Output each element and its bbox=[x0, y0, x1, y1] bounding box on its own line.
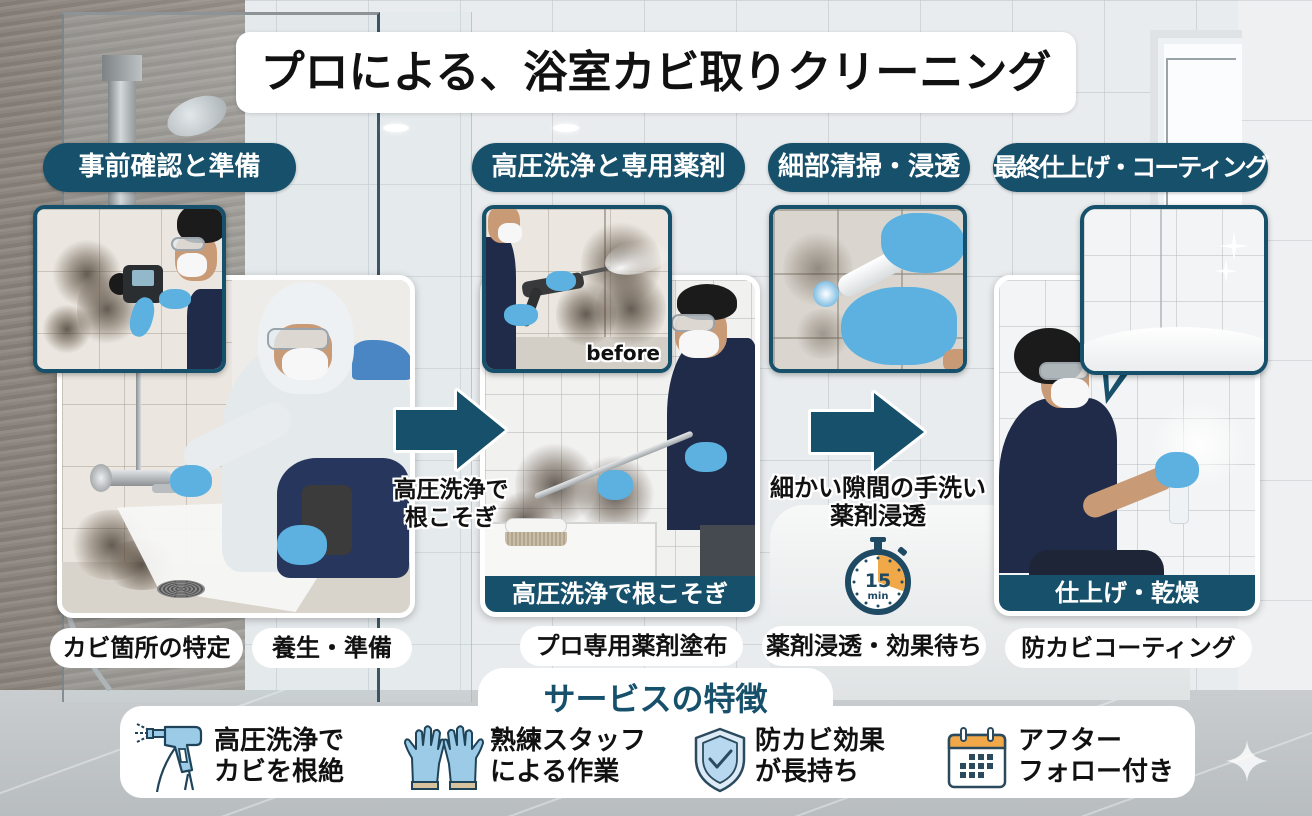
feature-2-line-2: による作業 bbox=[490, 757, 620, 787]
camera-screen bbox=[132, 270, 154, 286]
arrow-2-caption-line-2: 薬剤浸透 bbox=[830, 502, 926, 530]
arrow-1-caption-line-2: 根こそぎ bbox=[405, 505, 497, 531]
feature-1-text: 高圧洗浄で カビを根絶 bbox=[214, 726, 344, 788]
sparkle-icon bbox=[1219, 231, 1249, 261]
step-4-caption-bar: 仕上げ・乾燥 bbox=[999, 575, 1255, 611]
step-1-inset-photo bbox=[33, 205, 226, 373]
features-panel bbox=[120, 706, 1195, 798]
arrow-1-caption-line-1: 高圧洗浄で bbox=[393, 477, 509, 503]
worker-mask bbox=[679, 330, 719, 358]
blue-glove bbox=[277, 525, 327, 565]
arrow-2-caption-line-1: 細かい隙間の手洗い bbox=[770, 474, 986, 502]
blue-glove bbox=[546, 271, 576, 291]
shield-check-icon bbox=[694, 727, 746, 793]
arrow-right-icon bbox=[393, 388, 508, 472]
step-3-inset-photo bbox=[769, 205, 967, 373]
sparkle-watermark-icon bbox=[1226, 740, 1268, 782]
step-4-result-bubble bbox=[1080, 205, 1268, 375]
feature-3-line-2: が長持ち bbox=[755, 757, 860, 787]
blue-glove bbox=[597, 470, 633, 500]
step-1-label-curing-prep: 養生・準備 bbox=[252, 628, 412, 668]
faucet-knob bbox=[90, 464, 112, 492]
before-tag: before bbox=[586, 341, 660, 365]
step-2-heading: 高圧洗浄と専用薬剤 bbox=[472, 143, 745, 192]
ceiling-light bbox=[383, 124, 409, 132]
step-1-label-identify-mold: カビ箇所の特定 bbox=[50, 628, 243, 668]
floor-drain bbox=[157, 580, 205, 598]
worker-shirt bbox=[486, 237, 516, 369]
blue-glove bbox=[1155, 452, 1199, 488]
worker-mask bbox=[498, 223, 522, 243]
stopwatch-icon: 15 min bbox=[845, 537, 911, 615]
photo-scene-inspection bbox=[37, 209, 222, 369]
brush-bristles bbox=[505, 532, 567, 546]
worker-mask bbox=[177, 253, 207, 277]
feature-4-line-1: アフター bbox=[1018, 726, 1123, 756]
blue-glove bbox=[841, 287, 957, 365]
worker-shirt bbox=[187, 289, 222, 369]
worker-wrist bbox=[943, 349, 963, 369]
worker-mask bbox=[282, 348, 328, 380]
step-4-label-mold-coating: 防カビコーティング bbox=[1005, 628, 1252, 668]
arrow-2-caption: 細かい隙間の手洗い 薬剤浸透 bbox=[756, 474, 1000, 530]
feature-2-text: 熟練スタッフ による作業 bbox=[490, 726, 646, 788]
timer-value: 15 bbox=[865, 570, 891, 592]
worker-goggles bbox=[171, 237, 205, 251]
blue-glove bbox=[504, 304, 538, 326]
feature-3-line-1: 防カビ効果 bbox=[755, 726, 886, 756]
step-2-inset-photo: before bbox=[482, 205, 672, 373]
blue-glove bbox=[881, 213, 963, 273]
ceiling-light bbox=[553, 124, 579, 132]
feature-4-line-2: フォロー付き bbox=[1018, 757, 1175, 787]
arrow-right-icon bbox=[808, 390, 927, 474]
bathtub-edge bbox=[1084, 327, 1264, 371]
suit-shoulder-patch bbox=[352, 340, 410, 380]
step-2-label-pro-chemical: プロ専用薬剤塗布 bbox=[520, 626, 743, 666]
gloves-icon bbox=[404, 725, 484, 790]
calendar-icon bbox=[947, 727, 1007, 789]
worker-shirt bbox=[999, 398, 1117, 573]
features-title: サービスの特徴 bbox=[543, 680, 768, 718]
worker-goggles bbox=[267, 328, 329, 350]
timer-unit: min bbox=[868, 591, 889, 602]
brush-head bbox=[813, 281, 839, 307]
page-title: プロによる、浴室カビ取りクリーニング bbox=[260, 47, 1052, 98]
step-3-heading: 細部清掃・浸透 bbox=[768, 143, 970, 192]
step-3-label-soak-wait: 薬剤浸透・効果待ち bbox=[762, 626, 986, 666]
photo-scene-pressure-wash: before bbox=[486, 209, 668, 369]
feature-3-text: 防カビ効果 が長持ち bbox=[755, 726, 885, 788]
shower-hose-pipe bbox=[136, 280, 141, 470]
step-2-caption-bar: 高圧洗浄で根こそぎ bbox=[485, 576, 755, 612]
pressure-washer-icon bbox=[135, 723, 203, 793]
feature-4-text: アフター フォロー付き bbox=[1018, 726, 1174, 788]
wall-corner bbox=[1160, 209, 1162, 349]
faucet-bar bbox=[92, 470, 172, 486]
worker-mask bbox=[1051, 378, 1089, 408]
sparkle-icon bbox=[1214, 259, 1238, 283]
feature-2-line-1: 熟練スタッフ bbox=[490, 726, 647, 756]
blue-glove bbox=[170, 465, 212, 497]
shower-bracket bbox=[102, 55, 142, 81]
feature-1-line-1: 高圧洗浄で bbox=[214, 726, 345, 756]
blue-glove bbox=[159, 289, 191, 309]
arrow-1-caption: 高圧洗浄で 根こそぎ bbox=[381, 476, 521, 532]
blue-glove bbox=[685, 442, 727, 472]
title-banner: プロによる、浴室カビ取りクリーニング bbox=[236, 32, 1076, 113]
step-4-heading: 最終仕上げ・コーティング bbox=[993, 143, 1270, 192]
faucet-spout bbox=[152, 484, 184, 493]
mold-spots bbox=[42, 304, 92, 354]
photo-scene-clean-result bbox=[1084, 209, 1264, 371]
feature-1-line-2: カビを根絶 bbox=[214, 757, 345, 787]
step-1-heading: 事前確認と準備 bbox=[43, 143, 296, 192]
photo-scene-detail-scrub bbox=[773, 209, 963, 369]
